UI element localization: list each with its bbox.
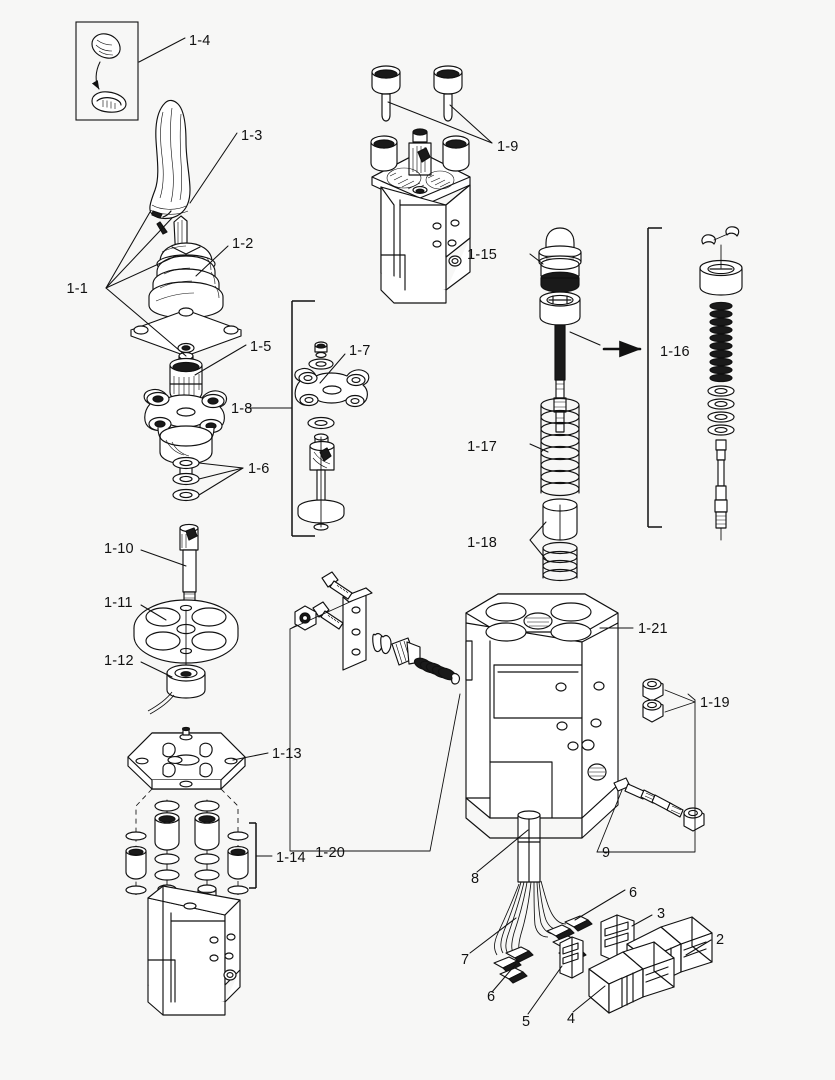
leader-4 [572,985,606,1013]
leader-1-13 [232,752,269,761]
callout-label-6-upper: 6 [629,885,637,901]
leader-8 [476,829,529,873]
cam-cap [169,357,203,403]
leader-1-15 [529,253,544,265]
valve-body [465,593,619,839]
callout-label-1-4: 1-4 [189,33,211,49]
callout-label-3: 3 [657,906,665,922]
leader-1-17 [529,443,549,453]
callout-label-1-15: 1-15 [467,247,497,263]
leader-3 [631,914,653,927]
grip-cover-inset [75,21,139,121]
leader-2 [685,939,712,956]
side-spool-rod [596,693,705,853]
callout-label-1-7: 1-7 [349,343,371,359]
terminal-pins-lower [493,946,534,984]
callout-label-1-16: 1-16 [660,344,690,360]
leader-1-1 [105,211,187,357]
callout-label-1-17: 1-17 [467,439,497,455]
callout-label-1-9: 1-9 [497,139,519,155]
callout-label-1-5: 1-5 [250,339,272,355]
plunger-caps [371,65,463,122]
callout-label-1-2: 1-2 [232,236,254,252]
leader-5 [527,965,563,1015]
callout-label-1-21: 1-21 [638,621,668,637]
callout-label-9: 9 [602,845,610,861]
callout-label-2: 2 [716,932,724,948]
pivot-shaft [179,523,199,611]
leader-1-3 [189,132,238,204]
lower-valve-body [147,885,241,1016]
leader-1-6 [198,462,244,496]
seal-kit [125,788,273,901]
leader-1-5 [194,344,247,376]
callout-label-1-14: 1-14 [276,850,306,866]
leader-1-2 [195,245,229,277]
callout-label-7: 7 [461,952,469,968]
cam-plate-assembly [143,388,228,481]
top-cover-plate [127,726,246,790]
leader-1-4 [138,37,186,63]
spring-seat [542,498,578,582]
plunger-kit-bracket [247,300,315,537]
boot-bellows [130,242,242,371]
callout-label-8: 8 [471,871,479,887]
spool-kit-bracket [647,227,662,528]
spool-kit-parts [699,226,743,541]
leader-1-11 [140,604,167,621]
callout-label-1-11: 1-11 [104,595,133,611]
callout-label-1-6: 1-6 [248,461,270,477]
leader-6-upper [574,889,626,921]
leader-1-12 [140,661,173,678]
leader-6-lower [491,963,517,993]
callout-label-1-12: 1-12 [104,653,134,669]
spool-kit-arrow [569,331,642,358]
leader-7 [469,917,517,954]
plunger-head [538,227,582,326]
leader-1-18 [529,521,549,563]
plugs [642,678,696,723]
callout-label-6-lower: 6 [487,989,495,1005]
cam-disc [133,599,239,669]
cable-sleeve [517,810,541,883]
callout-label-1-18: 1-18 [467,535,497,551]
connector-lock-small [559,936,584,979]
callout-label-1-8: 1-8 [231,401,253,417]
callout-label-1-1: 1-1 [66,281,88,297]
callout-label-1-20: 1-20 [315,845,345,861]
washers [172,456,200,502]
handle-grip [149,99,191,220]
plunger-kit-parts [294,341,370,531]
detent-linkage [289,571,461,852]
callout-label-1-19: 1-19 [700,695,730,711]
callout-label-1-3: 1-3 [241,128,263,144]
callout-label-5: 5 [522,1014,530,1030]
main-spring [540,397,580,497]
callout-label-4: 4 [567,1011,575,1027]
upper-valve-body [370,128,471,304]
switch-button [147,664,206,715]
callout-label-1-13: 1-13 [272,746,302,762]
callout-label-1-10: 1-10 [104,541,134,557]
leader-1-10 [140,549,187,567]
callout-labels: 1-1 1-2 1-3 1-4 1-5 1-6 1-7 1-8 1-9 1-10… [66,33,729,1030]
wire-harness [494,880,567,957]
connector-lock-large [600,914,635,963]
connector-housing-small [588,941,675,1014]
plunger-shaft [553,324,567,433]
leader-1-9 [387,101,493,144]
leader-1-7 [319,353,346,384]
